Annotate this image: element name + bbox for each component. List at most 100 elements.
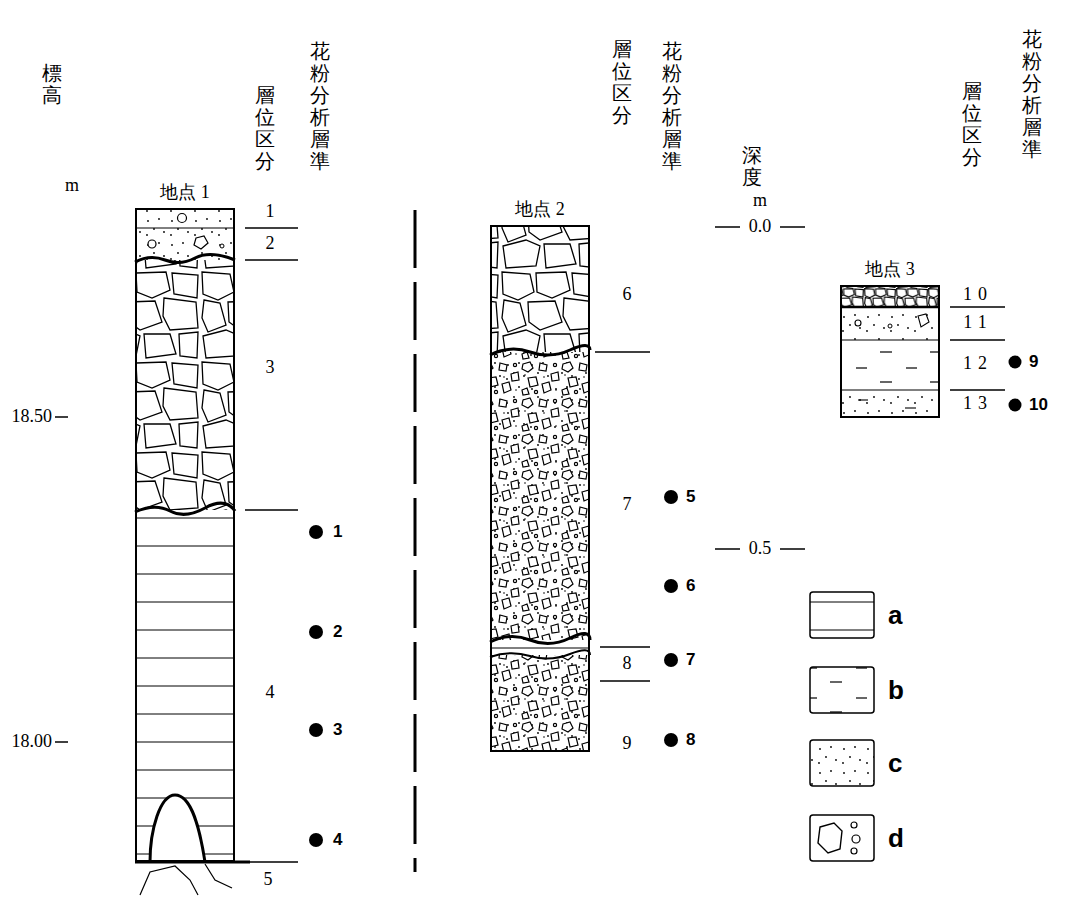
label-holder: 花粉分析層準 bbox=[1022, 28, 1042, 160]
legend-swatch bbox=[810, 815, 874, 861]
legend-holder: b bbox=[888, 676, 904, 705]
legend-swatch bbox=[810, 667, 874, 713]
label-holder: 6 bbox=[623, 284, 632, 306]
label-holder: 3 bbox=[266, 357, 275, 379]
layer-number: 3 bbox=[266, 357, 275, 379]
layer-number: 7 bbox=[623, 494, 632, 516]
label-holder: 10 bbox=[963, 284, 993, 306]
layer-number: 10 bbox=[963, 284, 993, 306]
legend-letter: c bbox=[888, 749, 902, 778]
elevation-value: 18.50 bbox=[12, 406, 53, 428]
site-column: 地点 2 bbox=[490, 225, 590, 752]
label-holder: 層位区分 bbox=[612, 38, 632, 126]
pollen-horizon-number: 4 bbox=[333, 830, 342, 850]
pollen-horizon-number: 9 bbox=[1029, 352, 1038, 372]
pollen-horizon-number: 8 bbox=[686, 730, 695, 750]
site-column: 地点 1 bbox=[135, 208, 235, 862]
legend-letter: d bbox=[888, 824, 904, 853]
legend-holder: a bbox=[888, 601, 902, 630]
legend-swatch bbox=[810, 740, 874, 786]
legend-holder: c bbox=[888, 749, 902, 778]
label-holder: 5 bbox=[264, 869, 273, 891]
label-holder: 1 bbox=[333, 522, 342, 542]
label-holder: 0.0 bbox=[749, 216, 772, 238]
legend-letter: a bbox=[888, 601, 902, 630]
legend-holder: d bbox=[888, 824, 904, 853]
pollen-horizon-number: 1 bbox=[333, 522, 342, 542]
label-holder: m bbox=[65, 175, 79, 197]
label-holder: 層位区分 bbox=[962, 80, 982, 168]
pollen-horizon-number: 10 bbox=[1029, 395, 1048, 415]
depth-value: 0.0 bbox=[749, 216, 772, 238]
site-column: 地点 3 bbox=[840, 285, 940, 418]
legend-letter: b bbox=[888, 676, 904, 705]
pollen-horizon-number: 6 bbox=[686, 576, 695, 596]
label-holder: 0.5 bbox=[749, 538, 772, 560]
column-header: 層位区分 bbox=[962, 80, 982, 168]
pollen-horizon-number: 5 bbox=[686, 487, 695, 507]
label-holder: 9 bbox=[623, 733, 632, 755]
scale-tick bbox=[55, 416, 68, 418]
layer-number: 1 bbox=[266, 201, 275, 223]
scale-tick bbox=[780, 548, 805, 550]
label-holder: 3 bbox=[333, 720, 342, 740]
scale-tick bbox=[715, 548, 740, 550]
layer-number: 12 bbox=[963, 353, 993, 375]
label-holder: 18.00 bbox=[12, 731, 53, 753]
scale-tick bbox=[55, 741, 68, 743]
label-holder: 2 bbox=[266, 233, 275, 255]
layer-number: 6 bbox=[623, 284, 632, 306]
label-holder: 10 bbox=[1029, 395, 1048, 415]
label-holder: 花粉分析層準 bbox=[662, 40, 682, 172]
pollen-horizon-number: 2 bbox=[333, 622, 342, 642]
elevation-value: 18.00 bbox=[12, 731, 53, 753]
legend-swatch bbox=[810, 592, 874, 638]
column-header: 層位区分 bbox=[612, 38, 632, 126]
label-holder: 18.50 bbox=[12, 406, 53, 428]
label-holder: 花粉分析層準 bbox=[310, 40, 330, 172]
label-holder: 1 bbox=[266, 201, 275, 223]
site-heading: 地点 1 bbox=[137, 182, 233, 204]
label-holder: 層位区分 bbox=[255, 84, 275, 172]
site2-section bbox=[490, 225, 678, 752]
label-holder: m bbox=[753, 190, 767, 212]
label-holder: 9 bbox=[1029, 352, 1038, 372]
label-holder: 6 bbox=[686, 576, 695, 596]
layer-number: 5 bbox=[264, 869, 273, 891]
label-holder: 11 bbox=[963, 312, 992, 334]
depth-value: 0.5 bbox=[749, 538, 772, 560]
axis-title: 深度 bbox=[742, 144, 762, 188]
pollen-horizon-number: 3 bbox=[333, 720, 342, 740]
pollen-horizon-number: 7 bbox=[686, 650, 695, 670]
column-header: 花粉分析層準 bbox=[310, 40, 330, 172]
site3-section bbox=[840, 285, 1022, 418]
site1-section bbox=[135, 208, 323, 895]
label-holder: 4 bbox=[266, 682, 275, 704]
correlation-line bbox=[414, 210, 417, 872]
layer-number: 8 bbox=[623, 653, 632, 675]
layer-number: 4 bbox=[266, 682, 275, 704]
site-heading: 地点 3 bbox=[842, 259, 938, 281]
unit-label: m bbox=[65, 175, 79, 197]
axis-title: 標高 bbox=[42, 62, 62, 106]
label-holder: 13 bbox=[963, 393, 993, 415]
site-heading: 地点 2 bbox=[492, 199, 588, 221]
label-holder: 12 bbox=[963, 353, 993, 375]
label-holder: 8 bbox=[686, 730, 695, 750]
layer-number: 9 bbox=[623, 733, 632, 755]
unit-label: m bbox=[753, 190, 767, 212]
column-header: 花粉分析層準 bbox=[662, 40, 682, 172]
label-holder: 標高 bbox=[42, 62, 62, 106]
label-holder: 8 bbox=[623, 653, 632, 675]
layer-number: 2 bbox=[266, 233, 275, 255]
label-holder: 2 bbox=[333, 622, 342, 642]
label-holder: 5 bbox=[686, 487, 695, 507]
scale-tick bbox=[715, 226, 740, 228]
label-holder: 深度 bbox=[742, 144, 762, 188]
column-header: 花粉分析層準 bbox=[1022, 28, 1042, 160]
layer-number: 13 bbox=[963, 393, 993, 415]
scale-tick bbox=[780, 226, 805, 228]
